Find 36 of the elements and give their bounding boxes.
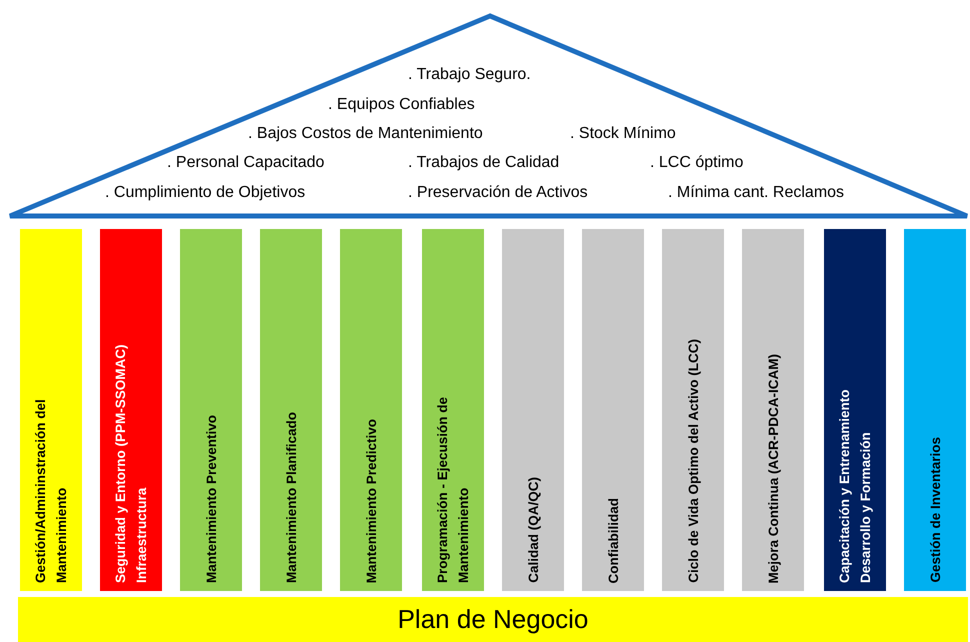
pillar — [340, 229, 402, 591]
pillar — [502, 229, 564, 591]
pillar — [824, 229, 886, 591]
pillar-label: Programación - Ejecusión de Mantenimiento — [434, 396, 472, 583]
pillar — [20, 229, 82, 591]
pillar — [180, 229, 242, 591]
foundation-label: Plan de Negocio — [398, 604, 588, 635]
foundation-bar — [18, 597, 968, 642]
pillar-label: Calidad (QA/QC) — [524, 477, 542, 583]
pillar-label: Gestión/Admininstración del Mantenimiento — [32, 398, 70, 583]
pillar-label: Seguridad y Entorno (PPM-SSOMAC) Infraestructura — [112, 343, 150, 583]
pillar-label: Ciclo de Vida Optimo del Activo (LCC) — [684, 339, 702, 583]
goal-text: . Mínima cant. Reclamos — [668, 183, 844, 203]
goal-text: . Equipos Confiables — [328, 95, 475, 115]
pillar-label: Mantenimiento Predictivo — [362, 418, 380, 583]
pillar-label: Mantenimiento Planificado — [282, 412, 300, 583]
goal-text: . Bajos Costos de Mantenimiento — [248, 124, 483, 144]
goal-text: . Trabajo Seguro. — [408, 65, 531, 85]
pillar — [260, 229, 322, 591]
pillar — [904, 229, 966, 591]
pillar-label: Mejora Continua (ACR-PDCA-ICAM) — [764, 354, 782, 583]
goal-text: . LCC óptimo — [650, 153, 744, 173]
pillar-label: Confiabilidad — [604, 498, 622, 583]
goal-text: . Personal Capacitado — [167, 153, 324, 173]
pillar — [662, 229, 724, 591]
pillar — [422, 229, 484, 591]
pillar-label: Mantenimiento Preventivo — [202, 414, 220, 583]
pillar — [100, 229, 162, 591]
goal-text: . Stock Mínimo — [570, 124, 676, 144]
pillar — [582, 229, 644, 591]
pillar — [742, 229, 804, 591]
goal-text: . Trabajos de Calidad — [408, 153, 560, 173]
pillar-label: Gestión de Inventarios — [926, 437, 944, 583]
pillar-label: Capacitación y Entrenamiento Desarrollo y Formación — [836, 388, 874, 583]
goal-text: . Preservación de Activos — [408, 183, 588, 203]
goal-text: . Cumplimiento de Objetivos — [105, 183, 306, 203]
